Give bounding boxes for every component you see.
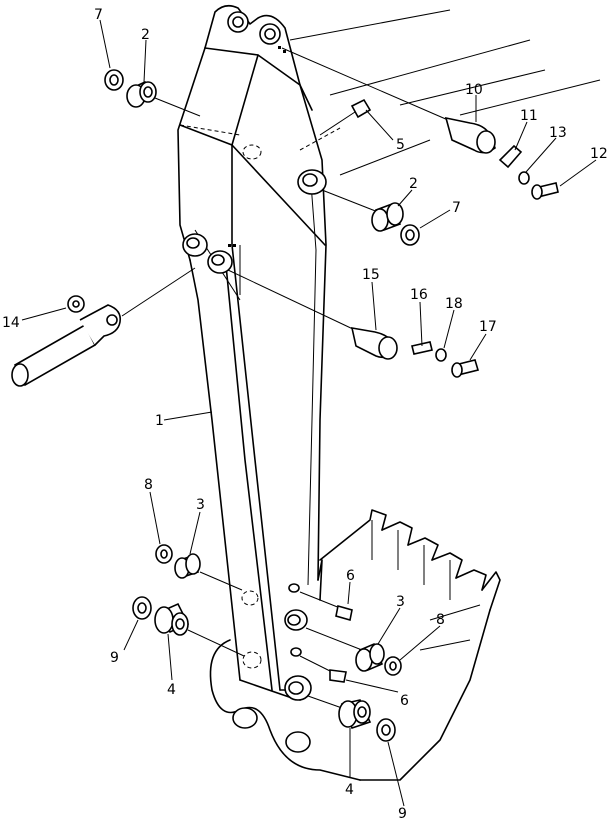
callout-9-lower-left: 9 [110, 650, 119, 666]
part-3-bushing-lower-right [305, 627, 385, 672]
callout-17: 17 [479, 319, 497, 335]
part-11-plate [498, 144, 523, 169]
callout-labels: 7 2 10 11 13 12 5 2 7 15 16 18 17 14 1 8… [2, 7, 608, 821]
part-4-bushing-lower-right [307, 695, 372, 729]
part-8-seal-lower-left [155, 544, 173, 564]
callout-14: 14 [2, 315, 20, 331]
part-17-bolt [451, 359, 480, 378]
arm-body [177, 4, 327, 701]
part-3-bushing-lower-left [174, 553, 243, 591]
part-2-bushing-middle [321, 189, 404, 232]
part-10-pin [281, 47, 496, 154]
part-7-seal-middle [400, 224, 420, 246]
callout-7-upper: 7 [94, 7, 103, 23]
callout-8-lower-right: 8 [436, 612, 445, 628]
background-boom-outline [289, 9, 601, 176]
callout-3-lower-right: 3 [396, 594, 405, 610]
part-13-washer [518, 171, 530, 185]
part-8-seal-lower-right [384, 656, 402, 676]
callout-6-lower: 6 [400, 693, 409, 709]
part-4-bushing-lower-left [154, 602, 245, 657]
bucket [209, 509, 501, 781]
callout-15: 15 [362, 267, 380, 283]
callout-8-lower-left: 8 [144, 477, 153, 493]
callout-9-lower-right: 9 [398, 806, 407, 821]
part-15-pin [227, 269, 398, 360]
callout-18: 18 [445, 296, 463, 312]
part-12-bolt [531, 182, 559, 200]
callout-1: 1 [155, 413, 164, 429]
callout-5: 5 [396, 137, 405, 153]
callout-7-middle: 7 [452, 200, 461, 216]
part-2-bushing-upper [126, 80, 201, 117]
callout-10: 10 [465, 82, 483, 98]
part-16-plate [411, 341, 433, 355]
part-5-grease-fitting [299, 98, 372, 151]
callout-13: 13 [549, 125, 567, 141]
callout-2-middle: 2 [409, 176, 418, 192]
part-9-seal-lower-left [132, 596, 152, 620]
callout-3-lower-left: 3 [196, 497, 205, 513]
callout-4-lower-left: 4 [167, 682, 176, 698]
part-18-washer [435, 348, 447, 362]
callout-leaders [21, 19, 597, 807]
callout-12: 12 [590, 146, 608, 162]
callout-2-upper: 2 [141, 27, 150, 43]
callout-4-lower-right: 4 [345, 782, 354, 798]
callout-11: 11 [520, 108, 538, 124]
callout-6-upper: 6 [346, 568, 355, 584]
part-6-grease-fitting-lower [299, 655, 347, 683]
part-6-grease-fitting-upper [299, 591, 353, 622]
part-7-seal-upper [104, 69, 124, 91]
callout-16: 16 [410, 287, 428, 303]
part-14-washer [67, 295, 85, 313]
part-9-seal-lower-right [376, 718, 396, 742]
hydraulic-cylinder [11, 267, 196, 387]
